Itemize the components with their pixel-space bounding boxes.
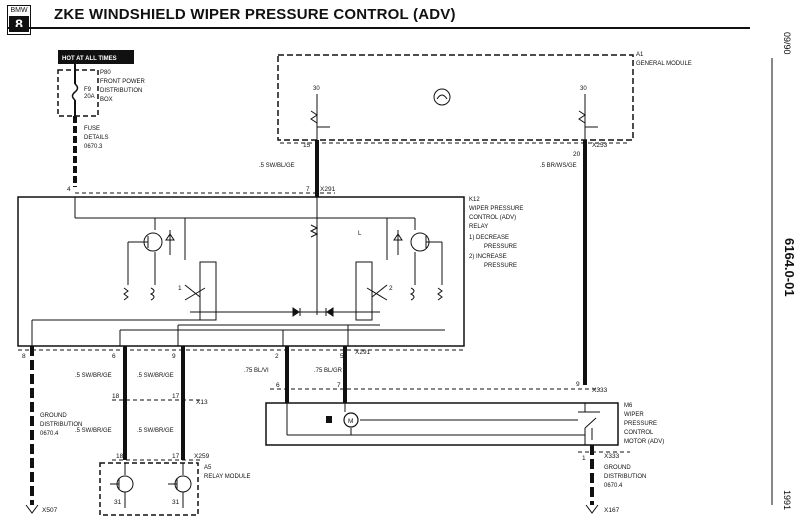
ground-left-1: GROUND: [40, 413, 67, 419]
motor-symbol-letter: M: [348, 418, 353, 425]
gm-name: GENERAL MODULE: [636, 61, 692, 67]
ground-right-3: 0670.4: [604, 483, 623, 489]
motor-internal-circuit: [286, 403, 600, 445]
relay-module-transistors: [110, 463, 192, 508]
badge-brand: BMW: [10, 7, 28, 14]
relay-module-pin2: 31: [172, 499, 180, 506]
fuse-box-line2: DISTRIBUTION: [100, 88, 142, 94]
connector-x333-bottom: X333: [604, 453, 620, 460]
relay-connector-bottom: X291: [355, 349, 371, 356]
side-doc-number: 6164.0-01: [782, 238, 797, 297]
fuse-details-1: FUSE: [84, 126, 100, 132]
page-title: ZKE WINDSHIELD WIPER PRESSURE CONTROL (A…: [54, 6, 456, 23]
fuse-details-3: 0670.3: [84, 144, 103, 150]
gm-pin-20: 20: [573, 151, 581, 158]
title-underline: [8, 27, 750, 29]
relay-module-pin1: 31: [114, 499, 122, 506]
x259-pin-18: 18: [116, 453, 124, 460]
relay-pin-8: 8: [22, 353, 26, 360]
fuse-details-2: DETAILS: [84, 135, 109, 141]
gm-id: A1: [636, 52, 644, 58]
m6-pin-6: 6: [276, 382, 280, 389]
relay-k12-outline: [17, 196, 465, 347]
gm-logic-icon: [433, 88, 451, 106]
wire-label-6a: .5 SW/BR/GE: [75, 373, 112, 379]
relay-pin-9: 9: [172, 353, 176, 360]
wire-label-9a: .5 SW/BR/GE: [137, 373, 174, 379]
relay-id: K12: [469, 197, 480, 203]
x13-pin-18: 18: [112, 393, 120, 400]
side-date: 09/90: [782, 32, 792, 55]
motor-m6-outline: [265, 402, 619, 446]
wire-label-gm-left: .5 SW/BL/GE: [259, 163, 295, 169]
relay-module-id: A5: [204, 465, 212, 471]
fuse-box-outline: [57, 69, 99, 117]
gm-v-left: 30: [313, 86, 320, 92]
wire-label-6b: .5 SW/BR/GE: [75, 428, 112, 434]
relay-line1: WIPER PRESSURE: [469, 206, 523, 212]
motor-line2: PRESSURE: [624, 421, 657, 427]
motor-position-sensor-icon: [326, 416, 332, 423]
wire-label-5: .75 BL/GR: [314, 368, 343, 374]
motor-line4: MOTOR (ADV): [624, 439, 664, 445]
m6-pin-7: 7: [337, 382, 341, 389]
ground-symbol-right: [585, 504, 599, 514]
ground-right-1: GROUND: [604, 465, 631, 471]
relay-switch-2: 2: [389, 285, 393, 292]
relay-pin-2: 2: [275, 353, 279, 360]
relay-option1: 1) DECREASE: [469, 235, 509, 241]
relay-small-mark: L: [358, 231, 362, 237]
side-year: 1991: [782, 490, 792, 510]
hot-label: HOT AT ALL TIMES: [62, 56, 117, 62]
connector-x507: X507: [42, 507, 58, 514]
x13-pin-17: 17: [172, 393, 180, 400]
gm-v-right: 30: [580, 86, 587, 92]
connector-x167: X167: [604, 507, 620, 514]
motor-id: M6: [624, 403, 633, 409]
m6-pin-9: 9: [576, 381, 580, 388]
relay-switch-1: 1: [178, 285, 182, 292]
motor-line1: WIPER: [624, 412, 644, 418]
relay-option1b: PRESSURE: [484, 244, 517, 250]
fuse-symbol: [71, 83, 79, 101]
ground-symbol-left: [25, 504, 39, 514]
fuse-box-line3: BOX: [100, 97, 113, 103]
wire-label-gm-right: .5 BR/WS/GE: [540, 163, 577, 169]
connector-x259: X259: [194, 453, 210, 460]
relay-pin-5: 5: [340, 353, 344, 360]
relay-pin-6: 6: [112, 353, 116, 360]
connector-x333-top: X333: [592, 387, 608, 394]
x259-pin-17: 17: [172, 453, 180, 460]
relay-line3: RELAY: [469, 224, 488, 230]
relay-option2: 2) INCREASE: [469, 254, 507, 260]
wire-label-9b: .5 SW/BR/GE: [137, 428, 174, 434]
gm-resistor-left: [310, 110, 318, 124]
fuse-box-line1: FRONT POWER: [100, 79, 146, 85]
fuse-id: F9: [84, 87, 92, 93]
gm-connector-x253: X253: [592, 142, 608, 149]
motor-line3: CONTROL: [624, 430, 654, 436]
gm-resistor-right: [578, 110, 586, 124]
motor-symbol: [343, 412, 359, 428]
ground-right-2: DISTRIBUTION: [604, 474, 646, 480]
hot-label-box: [58, 50, 134, 64]
wire-label-2: .75 BL/VI: [244, 368, 269, 374]
relay-internal-circuit: [31, 197, 445, 346]
relay-option2b: PRESSURE: [484, 263, 517, 269]
relay-line2: CONTROL (ADV): [469, 215, 516, 221]
fuse-box-name: P80: [100, 70, 111, 76]
connector-x13: X13: [196, 399, 208, 406]
general-module-outline: [277, 54, 634, 141]
relay-pin-4: 4: [67, 186, 71, 193]
relay-pin-7: 7: [306, 186, 310, 193]
m6-pin-1: 1: [582, 455, 586, 462]
ground-left-3: 0670.4: [40, 431, 59, 437]
ground-left-2: DISTRIBUTION: [40, 422, 82, 428]
relay-module-outline: [99, 462, 199, 516]
fuse-amps: 20A: [84, 94, 95, 100]
gm-pin-15: 15: [303, 142, 311, 149]
relay-connector-top: X291: [320, 186, 336, 193]
relay-module-name: RELAY MODULE: [204, 474, 250, 480]
